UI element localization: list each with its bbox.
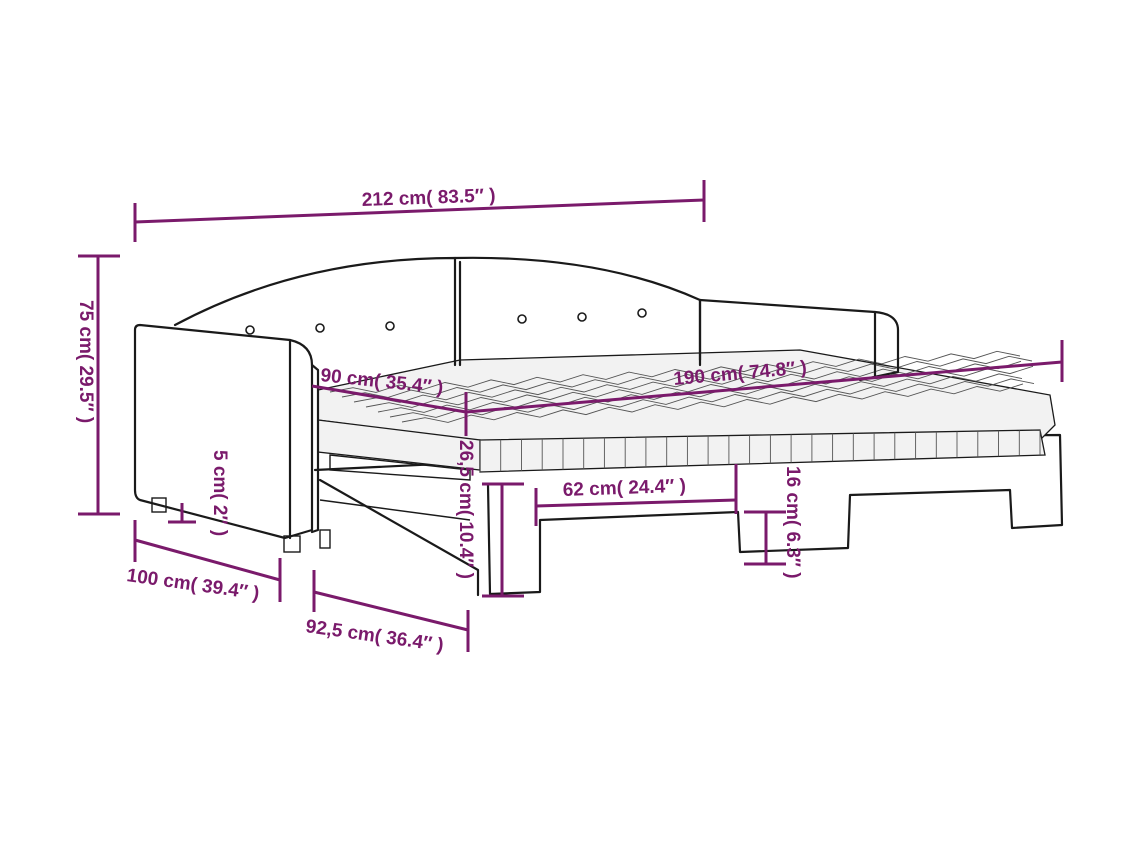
- leg: [151, 497, 167, 513]
- quilt-row: [365, 365, 1034, 408]
- tuft-button: [517, 314, 527, 324]
- quilt-row: [401, 383, 1024, 423]
- dimension-pullout-depth: 92,5 cm( 36.4″ ): [304, 616, 445, 656]
- left-armrest: [133, 323, 331, 553]
- leg: [283, 535, 301, 553]
- dimension-height: 75 cm( 29.5″ ): [75, 300, 96, 423]
- mattress: [317, 349, 1056, 473]
- trundle-frame: [313, 433, 1064, 597]
- dimension-depth: 100 cm( 39.4″ ): [125, 565, 260, 604]
- backrest: [173, 256, 702, 367]
- quilt-row: [341, 355, 1033, 398]
- tuft-button: [315, 323, 325, 333]
- tuft-button: [385, 321, 395, 331]
- dimension-trundle-clearance: 16 cm( 6.3″ ): [782, 466, 803, 579]
- dimension-lines: [78, 180, 1064, 652]
- tuft-button: [637, 308, 647, 318]
- right-armrest: [698, 298, 900, 382]
- dimension-trundle-height: 26,5 cm( 10.4″ ): [455, 440, 476, 579]
- tuft-button: [577, 312, 587, 322]
- quilt-row: [377, 373, 1023, 413]
- quilt-row: [329, 350, 1021, 393]
- leg: [319, 529, 331, 549]
- dimension-total-width: 212 cm( 83.5″ ): [361, 185, 495, 211]
- tuft-button: [245, 325, 255, 335]
- dimension-trundle-leg-span: 62 cm( 24.4″ ): [562, 476, 686, 501]
- dimension-leg-height: 5 cm( 2″ ): [209, 450, 230, 536]
